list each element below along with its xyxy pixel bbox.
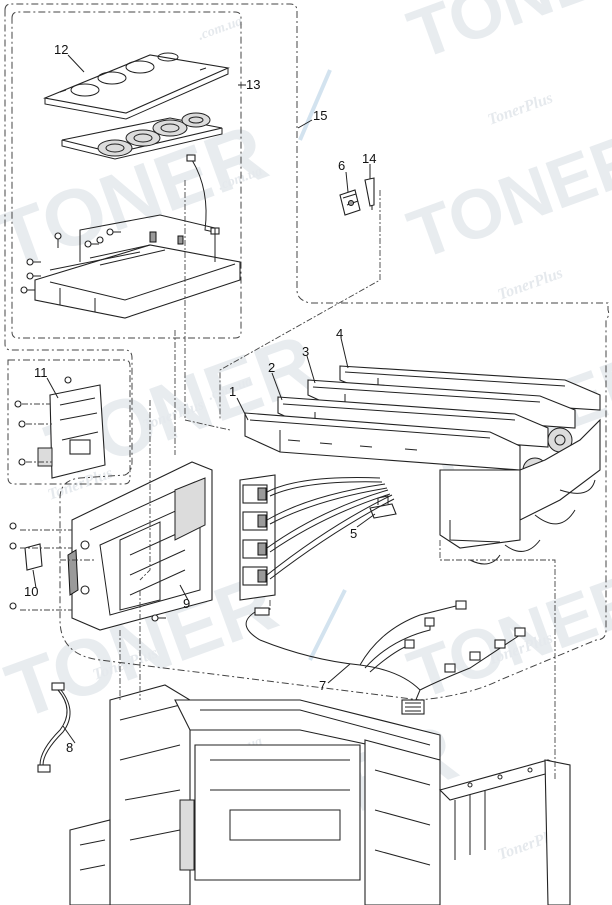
part-6-bracket xyxy=(339,189,361,216)
callout-8: 8 xyxy=(66,740,73,755)
part-8-cable xyxy=(37,682,71,773)
callout-14: 14 xyxy=(362,151,376,166)
callout-6: 6 xyxy=(338,158,345,173)
part-14-pin xyxy=(219,177,381,420)
callout-7: 7 xyxy=(319,678,326,693)
leader-lines xyxy=(32,54,376,744)
part-12-cover-plate xyxy=(43,52,230,120)
screw-icon xyxy=(20,228,121,294)
watermark-brand: TONER xyxy=(398,117,612,274)
part-9-drive-frame xyxy=(67,461,213,631)
callout-2: 2 xyxy=(268,360,275,375)
callout-3: 3 xyxy=(302,344,309,359)
parts-1-4-toner-guides xyxy=(244,365,601,565)
group-11-outline xyxy=(7,359,131,485)
callout-10: 10 xyxy=(24,584,38,599)
watermark-site: TonerPlus xyxy=(486,90,556,129)
callout-9: 9 xyxy=(183,596,190,611)
part-13-gear-assembly xyxy=(20,112,241,319)
callout-5: 5 xyxy=(350,526,357,541)
connector-harness xyxy=(239,474,395,601)
callout-11: 11 xyxy=(34,365,48,380)
watermark-brand: TONER xyxy=(398,0,612,74)
group-boundaries xyxy=(4,3,610,701)
callout-4: 4 xyxy=(336,326,343,341)
assembly-guides xyxy=(60,180,556,780)
part-7-wire-harness xyxy=(245,600,526,715)
group-15-outline xyxy=(4,3,610,701)
callout-13: 13 xyxy=(246,77,260,92)
callout-12: 12 xyxy=(54,42,68,57)
callout-labels: 1 2 3 4 5 6 7 8 9 10 11 12 13 14 15 xyxy=(24,42,376,755)
watermark-brand: TONER xyxy=(398,557,612,714)
part-10-bracket xyxy=(9,522,72,611)
main-frame xyxy=(69,684,571,905)
part-5-clip xyxy=(369,495,397,519)
callout-1: 1 xyxy=(229,384,236,399)
watermark-site: TonerPlus xyxy=(496,265,566,304)
part-11-pcb-board xyxy=(14,376,106,479)
watermark-domain: .com.ua xyxy=(196,14,244,44)
callout-15: 15 xyxy=(313,108,327,123)
connector-chip xyxy=(242,484,268,586)
